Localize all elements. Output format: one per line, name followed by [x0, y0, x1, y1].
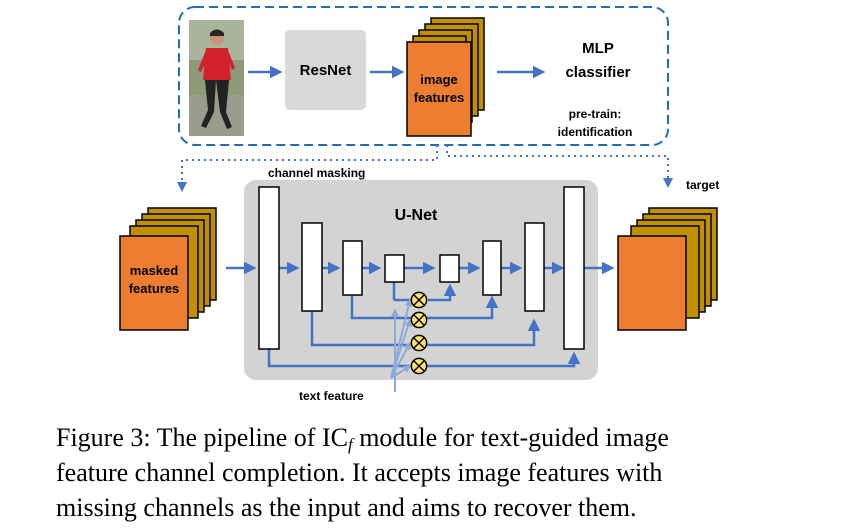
- caption-line-1-rest: module for text-guided image: [352, 423, 669, 452]
- unet-label: U-Net: [395, 207, 438, 224]
- multiply-circle-icon: [410, 311, 428, 329]
- caption-prefix: Figure 3: The pipeline of IC: [56, 423, 348, 452]
- masked-features-label-2: features: [129, 281, 180, 296]
- target-features-stack: [617, 207, 718, 331]
- pipeline-diagram: ResNet image features MLP classifier pre…: [119, 6, 719, 403]
- masked-features-label-1: masked: [130, 263, 178, 278]
- encoder-block-3: [342, 240, 363, 296]
- caption-line-1: Figure 3: The pipeline of ICf module for…: [56, 420, 806, 455]
- channel-masking-arrow: [177, 145, 438, 192]
- pretrain-region: [178, 6, 669, 146]
- target-label: target: [686, 178, 719, 192]
- target-arrow: [446, 145, 673, 188]
- decoder-block-3: [524, 222, 545, 312]
- multiply-circle-icon: [410, 357, 428, 375]
- image-features-label-2: features: [414, 90, 465, 105]
- encoder-block-4: [384, 254, 405, 283]
- caption-subscript: f: [347, 435, 353, 454]
- caption-line-2: feature channel completion. It accepts i…: [56, 458, 663, 487]
- resnet-block: [285, 30, 366, 110]
- mlp-label-1: MLP: [582, 40, 614, 57]
- unet-block: [244, 180, 598, 380]
- decoder-block-4: [563, 186, 585, 350]
- pretrain-label-1: pre-train:: [569, 107, 622, 121]
- decoder-block-2: [482, 240, 502, 296]
- text-feature-label: text feature: [299, 389, 364, 403]
- image-features-stack: [406, 17, 485, 137]
- multiply-circle-icon: [410, 334, 428, 352]
- pretrain-label-2: identification: [558, 125, 633, 139]
- encoder-block-2: [301, 222, 323, 312]
- decoder-block-1: [439, 254, 460, 283]
- image-features-label-1: image: [420, 72, 458, 87]
- multiply-circle-icon: [410, 291, 428, 309]
- figure-caption: Figure 3: The pipeline of ICf module for…: [56, 420, 806, 525]
- pedestrian-photo: [189, 20, 244, 136]
- caption-line-3: missing channels as the input and aims t…: [56, 493, 637, 522]
- encoder-block-1: [258, 186, 280, 350]
- mlp-label-2: classifier: [565, 64, 630, 81]
- channel-masking-label: channel masking: [268, 166, 365, 180]
- resnet-label: ResNet: [300, 62, 352, 79]
- masked-features-stack: [119, 207, 217, 331]
